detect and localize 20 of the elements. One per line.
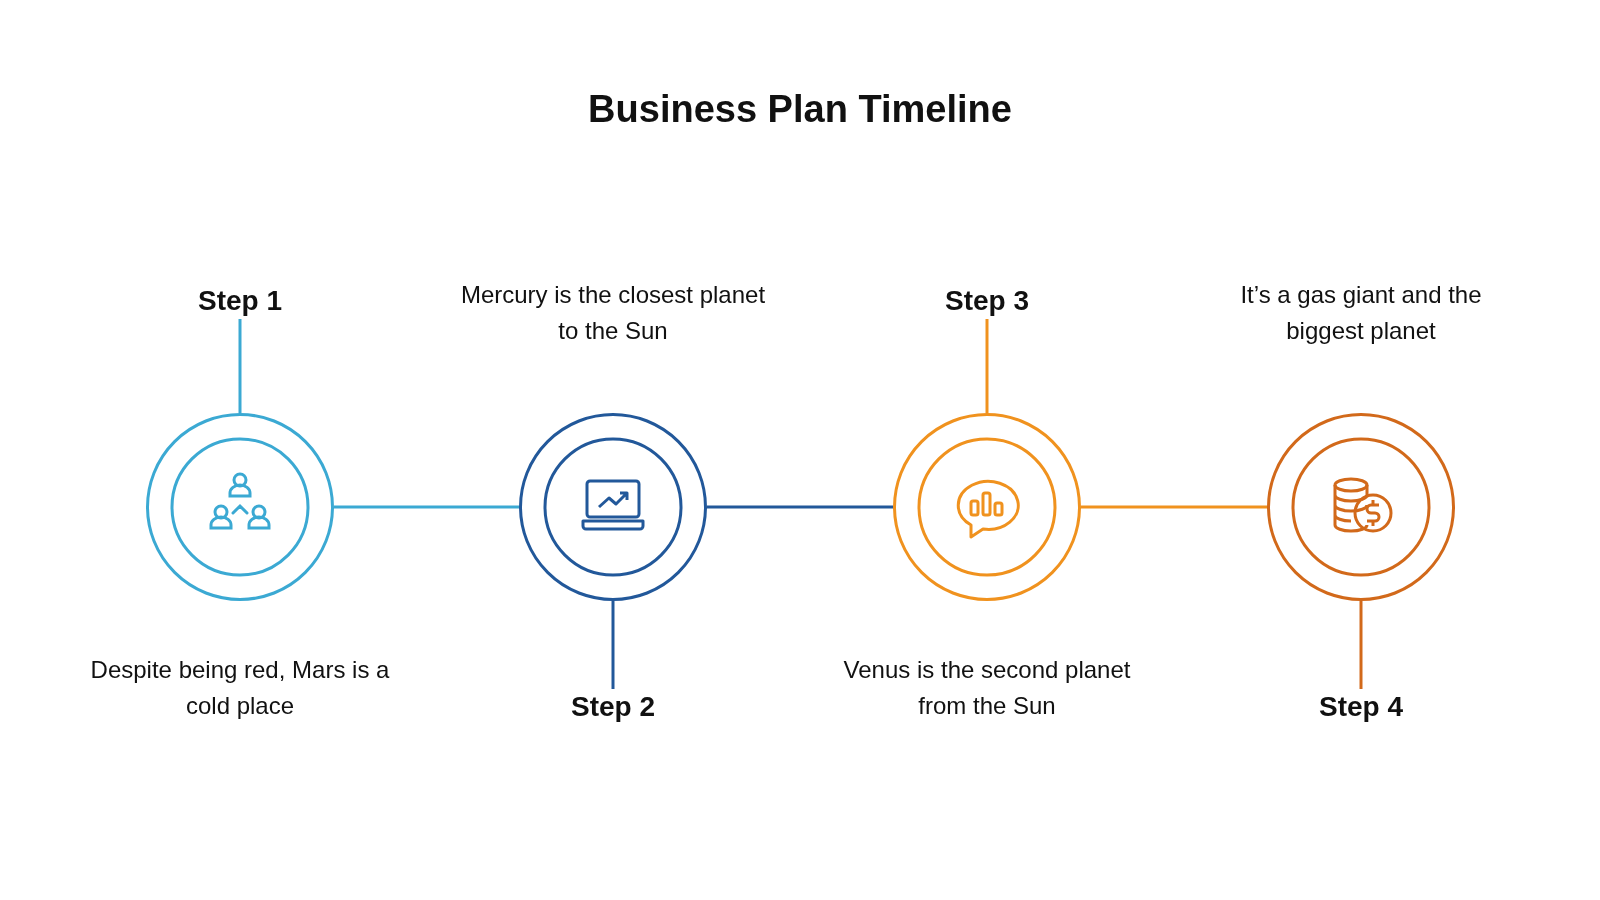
connector-line — [611, 601, 615, 689]
description-text: Venus is the second planet from the Sun — [842, 655, 1132, 721]
step-circle — [893, 413, 1081, 601]
description-text: It’s a gas giant and the biggest planet — [1239, 280, 1483, 346]
step-circle — [519, 413, 707, 601]
step-circle — [1267, 413, 1455, 601]
step-label: Step 4 — [1261, 689, 1461, 725]
connector-line — [707, 505, 893, 509]
connector-line — [238, 319, 242, 413]
step-label: Step 3 — [887, 283, 1087, 319]
description-text: Mercury is the closest planet to the Sun — [459, 280, 767, 346]
step-circle — [146, 413, 334, 601]
connector-line — [334, 505, 519, 509]
connector-line — [1081, 505, 1267, 509]
step-label: Step 2 — [513, 689, 713, 725]
connector-line — [1359, 601, 1363, 689]
connector-line — [985, 319, 989, 413]
description-text: Despite being red, Mars is a cold place — [89, 655, 391, 721]
step-label: Step 1 — [140, 283, 340, 319]
title: Business Plan Timeline — [587, 88, 1013, 131]
